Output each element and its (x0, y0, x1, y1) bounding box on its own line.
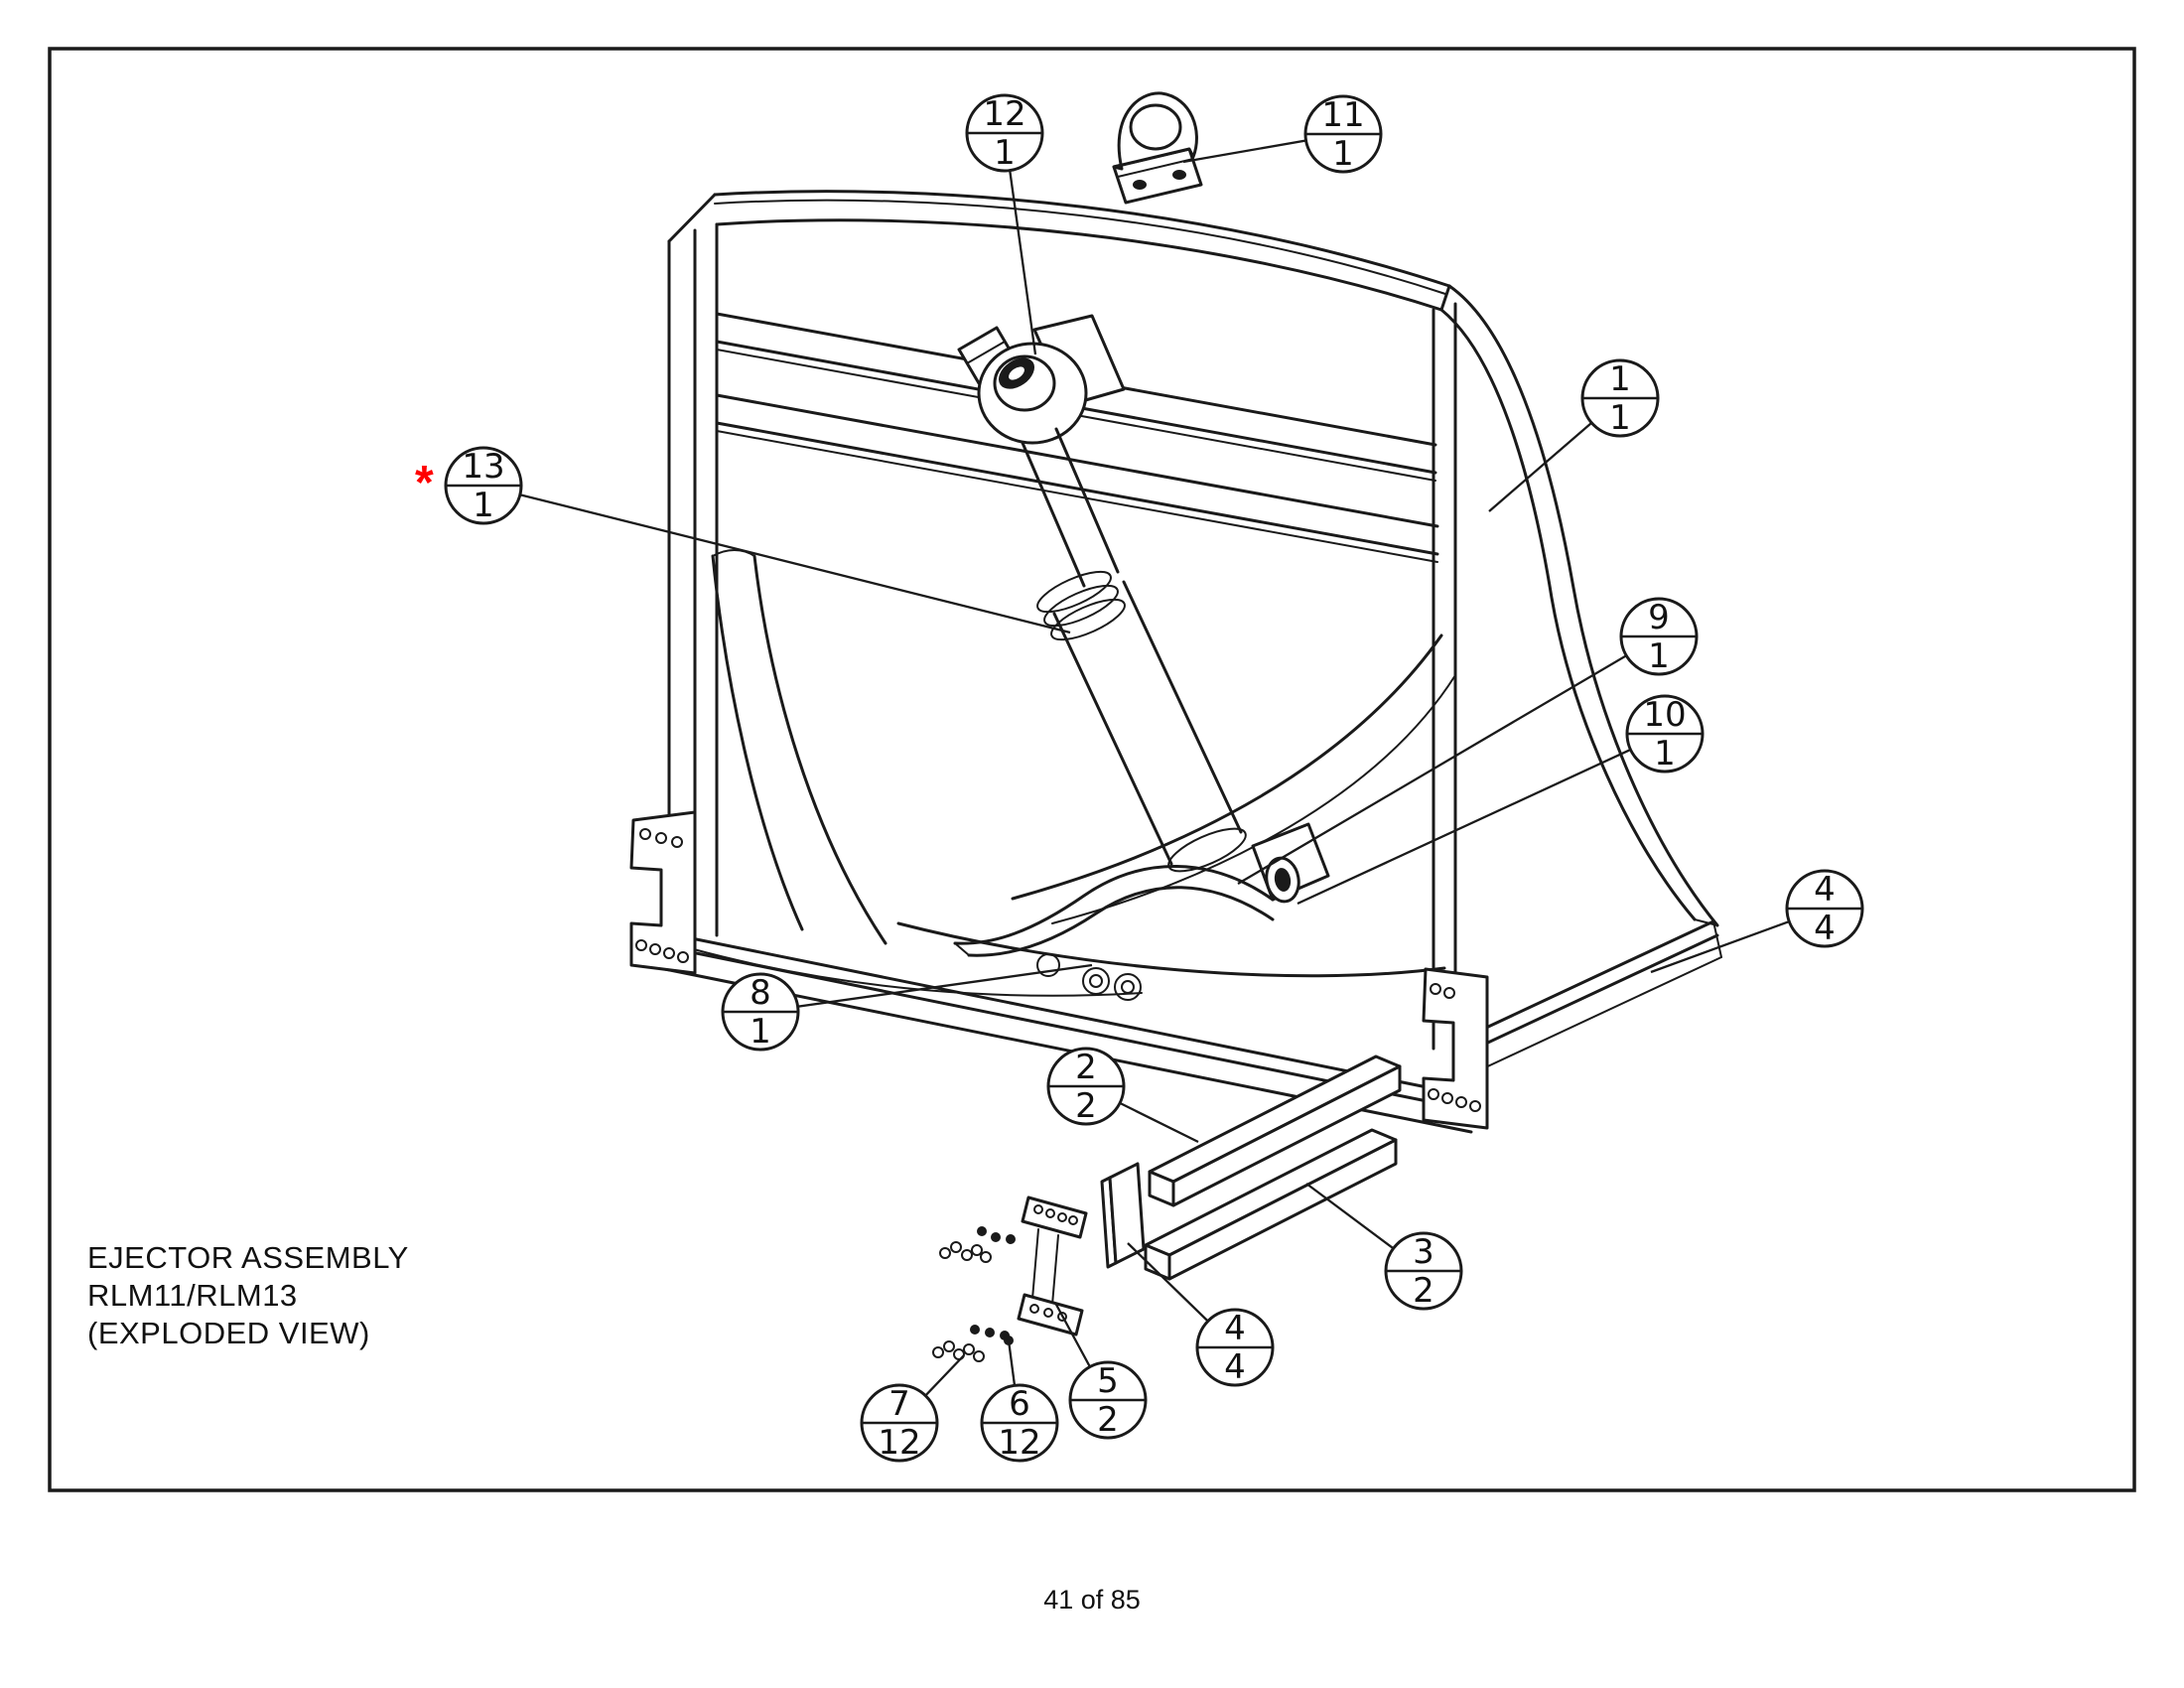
callout-balloon-4: 44 (1650, 869, 1864, 974)
item-number: 13 (462, 447, 504, 487)
handle-bracket-item5 (1017, 1196, 1088, 1336)
drawing-title-line1: EJECTOR ASSEMBLY (87, 1240, 409, 1275)
item-number: 9 (1648, 598, 1670, 637)
item-qty: 1 (1332, 134, 1354, 174)
page-number: 41 of 85 (1043, 1585, 1141, 1615)
base-rail (1469, 919, 1722, 1071)
item-qty: 1 (473, 486, 494, 525)
leader-line (1237, 635, 1660, 885)
ejector-frame (643, 190, 1722, 1134)
callout-balloon-5: 52 (1053, 1302, 1148, 1440)
lifting-eye-bracket (1112, 91, 1203, 205)
right-mount-bracket (1422, 967, 1489, 1130)
callout-balloon-9: 91 (1237, 597, 1699, 885)
callout-balloon-10: 101 (1297, 694, 1705, 906)
moldboard-blade (689, 549, 1456, 997)
item-qty: 4 (1814, 909, 1836, 948)
drawing-border (48, 47, 2136, 1492)
hydraulic-cylinder (953, 314, 1330, 1001)
wear-bar-item3 (1144, 1128, 1398, 1281)
item-number: 1 (1609, 359, 1631, 399)
callout-balloon-7: 712 (860, 1354, 965, 1463)
item-qty: 12 (878, 1423, 920, 1463)
item-qty: 12 (998, 1423, 1040, 1463)
item-number: 7 (888, 1384, 910, 1424)
leader-line (482, 484, 1071, 634)
item-number: 8 (750, 973, 771, 1013)
callout-balloon-2: 22 (1046, 1047, 1199, 1144)
item-qty: 1 (1609, 398, 1631, 438)
callout-balloon-11: 111 (1182, 94, 1383, 174)
item-number: 4 (1814, 870, 1836, 910)
leader-line (759, 963, 1093, 1014)
item-number: 12 (983, 94, 1025, 134)
fastener-clusters (932, 1226, 1016, 1362)
drawing-title-line2: RLM11/RLM13 (87, 1278, 298, 1313)
item-qty: 2 (1075, 1086, 1097, 1126)
item-number: 4 (1224, 1309, 1246, 1348)
washers (1036, 953, 1142, 1001)
plate-item4 (1100, 1162, 1146, 1269)
item-number: 10 (1643, 695, 1686, 735)
item-qty: 4 (1224, 1347, 1246, 1387)
callout-balloon-8: 81 (721, 963, 1093, 1052)
callout-balloon-6: 612 (980, 1339, 1059, 1463)
callout-balloon-3: 32 (1305, 1183, 1463, 1311)
item-number: 3 (1413, 1232, 1434, 1272)
drawing-title-line3: (EXPLODED VIEW) (87, 1316, 370, 1350)
leader-line (1297, 732, 1666, 906)
callout-balloon-13: 131 (444, 446, 1071, 634)
item-qty: 1 (994, 133, 1016, 173)
callout-balloon-4b: 44 (1127, 1242, 1275, 1387)
callout-balloon-1: 11 (1488, 358, 1660, 512)
item-number: 2 (1075, 1048, 1097, 1087)
item-qty: 1 (1648, 636, 1670, 676)
item-number: 11 (1321, 95, 1364, 135)
item-qty: 1 (750, 1012, 771, 1052)
left-mount-bracket (629, 810, 697, 975)
item-number: 5 (1097, 1361, 1119, 1401)
item-qty: 2 (1413, 1271, 1434, 1311)
callout-balloon-12: 121 (965, 93, 1044, 355)
wear-bar-item2 (1148, 1055, 1402, 1207)
item-qty: 2 (1097, 1400, 1119, 1440)
item-qty: 1 (1654, 734, 1676, 774)
item-number: 6 (1009, 1384, 1030, 1424)
asterisk-marker: * (415, 457, 434, 509)
drawing-title-block: EJECTOR ASSEMBLY RLM11/RLM13 (EXPLODED V… (87, 1239, 409, 1352)
